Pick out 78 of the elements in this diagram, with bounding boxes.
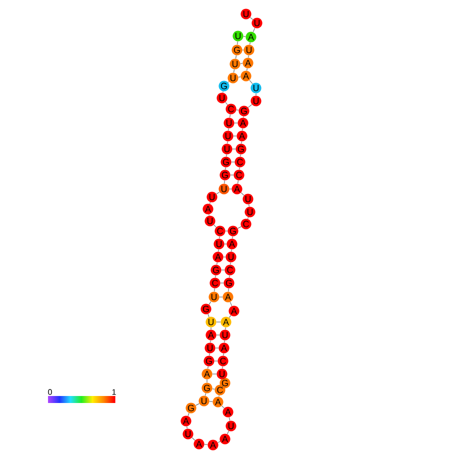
backbone-line [248,55,249,58]
base-pair-line [238,76,241,78]
base-pair-line [216,334,220,336]
backbone-line [222,91,224,93]
backbone-line [225,102,228,105]
backbone-line [242,128,243,131]
backbone-line [230,262,231,265]
base-pair-line [230,174,234,176]
backbone-line [196,403,200,406]
backbone-line [223,353,224,356]
scale-label: 1 [112,389,116,395]
base-pair-line [214,360,218,362]
backbone-line [223,378,224,380]
backbone-line [209,353,210,356]
base-pair-line [232,148,236,150]
backbone-line [228,288,229,292]
backbone-line [225,167,226,170]
base-pair-line [234,122,238,124]
backbone-line [210,202,211,204]
backbone-line [210,340,211,343]
backbone-line [205,393,206,396]
base-pair-line [243,36,246,37]
base-pair-line [240,63,243,64]
base-pair-line [223,256,226,258]
base-pair-line [229,188,232,190]
backbone-line [250,17,253,20]
backbone-line [248,104,252,108]
backbone-line [241,141,242,144]
backbone-line [246,68,248,71]
backbone-line [228,417,230,421]
backbone-line [225,327,226,330]
backbone-line [229,275,230,278]
backbone-line [231,249,232,252]
backbone-line [232,236,233,239]
backbone-line [222,406,224,408]
backbone-line [224,340,225,343]
backbone-line [230,302,232,306]
backbone-line [222,385,224,388]
backbone-line [224,180,225,184]
scale-label: 0 [48,389,52,395]
backbone-line [240,192,244,196]
base-pair-line [220,282,224,284]
backbone-line [248,204,250,207]
backbone-line [214,288,215,292]
base-pair-line [225,230,228,232]
base-pair-line [219,296,223,298]
backbone-line [218,249,219,252]
backbone-line [252,28,256,32]
backbone-line [214,224,216,228]
backbone-line [210,327,212,330]
backbone-line [239,167,240,170]
backbone-line [226,154,227,157]
backbone-line [227,430,229,434]
base-pair-line [209,401,213,402]
backbone-line [248,216,249,220]
backbone-line [186,426,188,429]
backbone-line [238,226,242,229]
backbone-line [208,314,210,318]
backbone-line [218,441,220,443]
backbone-line [237,41,238,45]
backbone-line [228,128,229,131]
backbone-line [240,154,241,157]
backbone-line [208,301,212,305]
backbone-line [206,379,208,383]
backbone-line [227,141,228,144]
backbone-line [229,315,232,318]
base-pair-line [212,388,215,390]
backbone-line [249,80,253,84]
backbone-line [215,275,216,278]
backbone-line [216,192,220,194]
backbone-line [188,412,190,416]
backbone-line [219,236,220,239]
backbone-line [218,395,220,397]
backbone-line [204,444,208,445]
backbone-line [192,437,196,441]
backbone-line [216,262,218,265]
backbone-line [222,366,223,369]
backbone-line [208,214,210,216]
